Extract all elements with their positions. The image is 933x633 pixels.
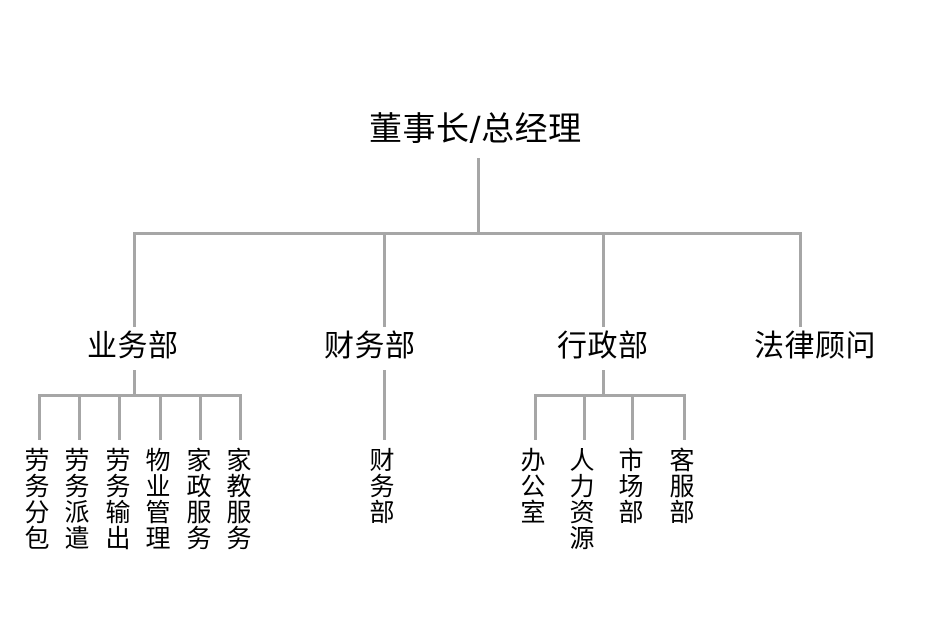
connector-stem-finance bbox=[383, 370, 386, 440]
connector-admin-bus bbox=[534, 394, 685, 397]
connector-drop-office bbox=[534, 394, 537, 440]
node-department-business[interactable]: 业务部 bbox=[87, 329, 179, 364]
connector-drop-tutoring-service bbox=[239, 394, 242, 440]
connector-level1-bus bbox=[134, 232, 802, 235]
connector-stem-business bbox=[133, 370, 136, 396]
leaf-tutoring-service[interactable]: 家教服务 bbox=[223, 447, 252, 551]
node-department-finance[interactable]: 财务部 bbox=[324, 329, 416, 364]
connector-drop-customer-service bbox=[683, 394, 686, 440]
connector-drop-labor-subcontract bbox=[38, 394, 41, 440]
connector-drop-marketing bbox=[631, 394, 634, 440]
connector-drop-finance bbox=[383, 232, 386, 327]
leaf-property-management[interactable]: 物业管理 bbox=[142, 447, 171, 551]
leaf-finance-department[interactable]: 财务部 bbox=[366, 447, 395, 525]
leaf-human-resources[interactable]: 人力资源 bbox=[566, 447, 595, 551]
node-department-legal[interactable]: 法律顾问 bbox=[754, 329, 876, 364]
leaf-customer-service-department[interactable]: 客服部 bbox=[666, 447, 695, 525]
connector-drop-business bbox=[133, 232, 136, 327]
connector-drop-human-resources bbox=[583, 394, 586, 440]
connector-drop-labor-export bbox=[118, 394, 121, 440]
leaf-housekeeping-service[interactable]: 家政服务 bbox=[183, 447, 212, 551]
connector-drop-labor-dispatch bbox=[78, 394, 81, 440]
connector-stem-admin bbox=[602, 370, 605, 396]
connector-drop-housekeeping-service bbox=[199, 394, 202, 440]
connector-drop-admin bbox=[602, 232, 605, 327]
connector-business-bus bbox=[38, 394, 242, 397]
node-root-chairman[interactable]: 董事长/总经理 bbox=[369, 109, 582, 148]
connector-root-trunk bbox=[477, 158, 480, 233]
leaf-labor-export[interactable]: 劳务输出 bbox=[102, 447, 131, 551]
connector-drop-legal bbox=[799, 232, 802, 327]
leaf-office[interactable]: 办公室 bbox=[517, 447, 546, 525]
node-department-admin[interactable]: 行政部 bbox=[557, 329, 649, 364]
leaf-marketing-department[interactable]: 市场部 bbox=[615, 447, 644, 525]
leaf-labor-subcontract[interactable]: 劳务分包 bbox=[21, 447, 50, 551]
leaf-labor-dispatch[interactable]: 劳务派遣 bbox=[61, 447, 90, 551]
connector-drop-property-management bbox=[159, 394, 162, 440]
